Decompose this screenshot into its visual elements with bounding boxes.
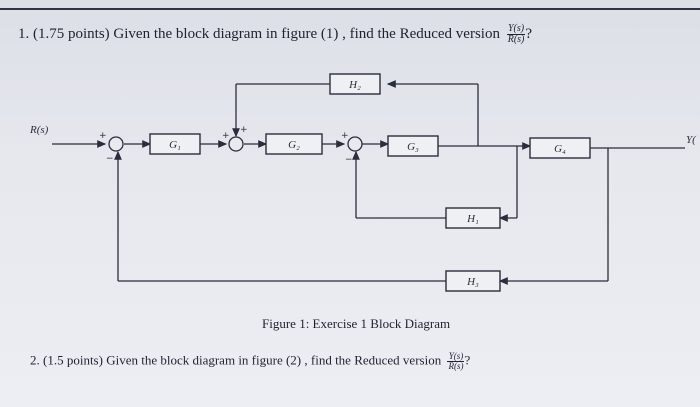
top-rule bbox=[0, 8, 700, 10]
question-mark: ? bbox=[525, 25, 533, 42]
summing-junction-1 bbox=[108, 136, 124, 152]
block-g4-label: G₄ bbox=[554, 143, 566, 155]
block-h2 bbox=[329, 73, 381, 95]
sign-j1-plus: + bbox=[99, 131, 107, 141]
figure-caption: Figure 1: Exercise 1 Block Diagram bbox=[262, 316, 451, 331]
input-label: R(s) bbox=[29, 124, 49, 136]
sign-j2-plus-left: + bbox=[222, 131, 230, 141]
transfer-fraction-2: Y(s) R(s) bbox=[447, 351, 465, 371]
block-g1 bbox=[149, 133, 201, 155]
question-1-text: 1. (1.75 points) Given the block diagram… bbox=[18, 25, 500, 42]
fraction-denominator-2: R(s) bbox=[448, 361, 464, 371]
sign-j1-minus: − bbox=[106, 154, 114, 164]
block-h1 bbox=[445, 207, 501, 229]
block-h2-label: H₂ bbox=[348, 79, 361, 91]
fraction-numerator-2: Y(s) bbox=[447, 351, 465, 362]
sign-j3-plus: + bbox=[341, 131, 349, 141]
question-mark-2: ? bbox=[464, 352, 471, 368]
block-h3 bbox=[445, 270, 501, 292]
summing-junction-3 bbox=[347, 136, 363, 152]
summing-junction-2 bbox=[228, 136, 244, 152]
block-h1-label: H₁ bbox=[466, 213, 479, 225]
block-g2-label: G₂ bbox=[288, 139, 300, 151]
fraction-denominator: R(s) bbox=[507, 34, 525, 45]
block-g2 bbox=[265, 133, 323, 155]
block-h3-label: H₃ bbox=[466, 276, 479, 288]
block-g3-label: G₃ bbox=[407, 141, 419, 153]
question-2-text: 2. (1.5 points) Given the block diagram … bbox=[30, 352, 442, 368]
output-label: Y( bbox=[686, 134, 697, 146]
fraction-numerator: Y(s) bbox=[506, 23, 526, 35]
question-2: 2. (1.5 points) Given the block diagram … bbox=[30, 352, 470, 371]
sign-j2-plus-top: + bbox=[240, 125, 248, 135]
transfer-fraction: Y(s) R(s) bbox=[506, 23, 526, 45]
block-g4 bbox=[529, 137, 591, 159]
sign-j3-minus: − bbox=[345, 155, 353, 165]
block-g3 bbox=[387, 135, 439, 157]
question-1: 1. (1.75 points) Given the block diagram… bbox=[18, 24, 532, 45]
block-g1-label: G₁ bbox=[169, 139, 181, 151]
